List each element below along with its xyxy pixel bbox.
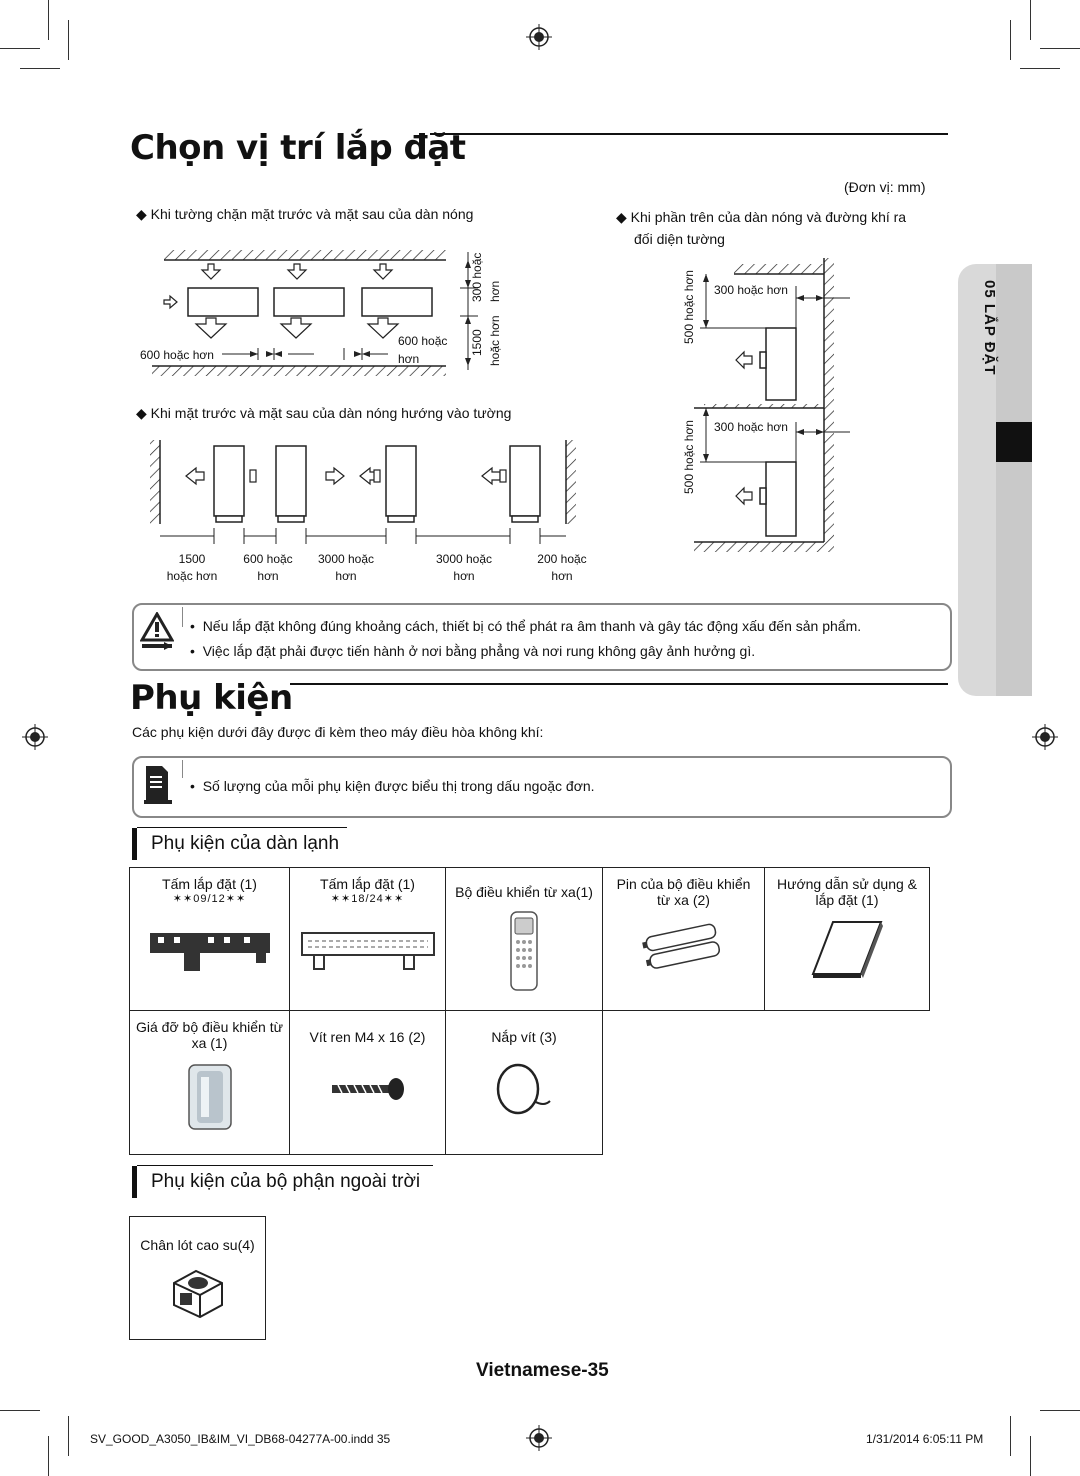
- dim-label: 300 hoặc hơn: [714, 420, 788, 434]
- note-divider: [182, 607, 183, 627]
- diamond-icon: ◆: [136, 405, 147, 421]
- dim-label: hơn: [488, 280, 502, 302]
- screw-cap-icon: [496, 1063, 551, 1115]
- crop-mark: [68, 1416, 69, 1456]
- bullet-icon: •: [190, 618, 195, 634]
- clearance-diagram-stacked: [694, 258, 850, 552]
- side-tab-marker: [996, 422, 1032, 462]
- crop-mark: [1030, 1436, 1031, 1476]
- crop-mark: [1040, 48, 1080, 49]
- crop-mark: [1040, 1410, 1080, 1411]
- dim-label: 600 hoặc hơn: [243, 552, 293, 583]
- accessory-cell: Tấm lắp đặt (1) ✶✶09/12✶✶: [129, 867, 290, 1011]
- subheading: Phụ kiện của dàn lạnh: [151, 833, 340, 854]
- crop-mark: [1020, 68, 1060, 69]
- crop-mark: [0, 48, 40, 49]
- intro-text: Các phụ kiện dưới đây được đi kèm theo m…: [132, 724, 544, 740]
- subheading-bar: [132, 828, 137, 860]
- footer-file: SV_GOOD_A3050_IB&IM_VI_DB68-04277A-00.in…: [90, 1432, 391, 1446]
- diamond-icon: ◆: [136, 206, 147, 222]
- dim-label: hơn: [398, 352, 420, 366]
- accessory-cell: Vít ren M4 x 16 (2): [289, 1010, 446, 1155]
- warning-icon: [140, 612, 174, 650]
- remote-control-icon: [510, 911, 538, 991]
- accessory-cell: Chân lót cao su(4): [129, 1216, 266, 1340]
- note-box: [132, 756, 952, 818]
- subheading-rule: [137, 827, 347, 828]
- dim-label: 300 hoặc hơn: [714, 283, 788, 297]
- accessory-cell: Bộ điều khiển từ xa(1): [445, 867, 603, 1011]
- case-label: ◆ Khi phần trên của dàn nóng và đường kh…: [616, 209, 907, 247]
- dim-label: 200 hoặc hơn: [537, 552, 587, 583]
- dim-label: 3000 hoặc hơn: [435, 552, 493, 583]
- dim-label: 500 hoặc hơn: [682, 420, 696, 494]
- page-number: Vietnamese-35: [476, 1360, 609, 1381]
- case-label: ◆ Khi tường chặn mặt trước và mặt sau củ…: [136, 206, 474, 222]
- dim-label: 600 hoặc hơn: [140, 348, 214, 362]
- clearance-diagram-front-back: [152, 250, 478, 376]
- crop-mark: [68, 20, 69, 60]
- installation-plate-icon: [300, 932, 435, 970]
- warning-text: • Nếu lắp đặt không đúng khoảng cách, th…: [190, 618, 862, 659]
- title-rule: [430, 133, 948, 135]
- side-tab-label: 05 LẮP ĐẶT: [981, 280, 998, 376]
- accessory-cell: Tấm lắp đặt (1) ✶✶18/24✶✶: [289, 867, 446, 1011]
- title-rule: [290, 683, 948, 685]
- bullet-icon: •: [190, 643, 195, 659]
- clearance-diagram-facing-wall: [150, 440, 576, 544]
- accessory-cell: Pin của bộ điều khiển từ xa (2): [602, 867, 765, 1011]
- diamond-icon: ◆: [616, 209, 627, 225]
- dim-label: 500 hoặc hơn: [682, 270, 696, 344]
- registration-mark-icon: [22, 724, 48, 750]
- note-text: • Số lượng của mỗi phụ kiện được biểu th…: [190, 778, 595, 794]
- remote-holder-icon: [187, 1064, 232, 1130]
- crop-mark: [48, 1436, 49, 1476]
- accessory-cell: Hướng dẫn sử dụng & lắp đặt (1): [764, 867, 930, 1011]
- subheading-rule: [137, 1165, 433, 1166]
- note-icon: [144, 766, 172, 804]
- registration-mark-icon: [526, 1425, 552, 1451]
- subheading: Phụ kiện của bộ phận ngoài trời: [151, 1171, 421, 1192]
- rubber-foot-icon: [172, 1269, 223, 1319]
- registration-mark-icon: [526, 24, 552, 50]
- case-label: ◆ Khi mặt trước và mặt sau của dàn nóng …: [136, 405, 512, 421]
- subheading-bar: [132, 1166, 137, 1198]
- footer-date: 1/31/2014 6:05:11 PM: [866, 1432, 984, 1446]
- crop-mark: [1010, 20, 1011, 60]
- battery-icon: [641, 923, 720, 969]
- unit-label: (Đơn vị: mm): [844, 179, 926, 195]
- crop-mark: [1010, 1416, 1011, 1456]
- installation-plate-icon: [149, 933, 270, 971]
- crop-mark: [0, 1410, 40, 1411]
- section-title: Chọn vị trí lắp đặt: [130, 128, 466, 168]
- screw-icon: [331, 1078, 404, 1100]
- dim-label: hoặc hơn: [488, 315, 502, 366]
- crop-mark: [20, 68, 60, 69]
- warning-box: [132, 603, 952, 671]
- section-title: Phụ kiện: [130, 678, 293, 718]
- note-divider: [182, 760, 183, 778]
- dim-label: 300 hoặc: [470, 252, 484, 302]
- dim-label: 600 hoặc: [398, 334, 448, 348]
- dim-label: 3000 hoặc hơn: [317, 552, 375, 583]
- accessory-cell: Giá đỡ bộ điều khiển từ xa (1): [129, 1010, 290, 1155]
- side-tab-strip: [996, 264, 1032, 696]
- crop-mark: [1030, 0, 1031, 40]
- crop-mark: [48, 0, 49, 40]
- bullet-icon: •: [190, 778, 195, 794]
- accessory-cell: Nắp vít (3): [445, 1010, 603, 1155]
- dim-label: 1500 hoặc hơn: [166, 552, 218, 583]
- dim-label: 1500: [470, 329, 484, 356]
- registration-mark-icon: [1032, 724, 1058, 750]
- manual-icon: [811, 921, 883, 978]
